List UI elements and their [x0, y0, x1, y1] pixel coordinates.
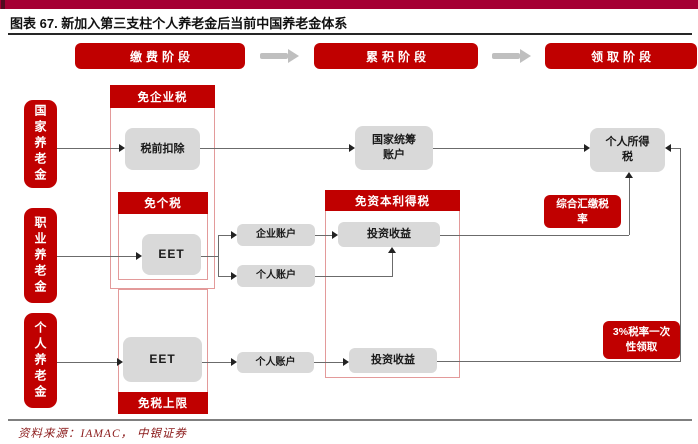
- arrowhead-icon: [584, 144, 590, 152]
- connector-line: [201, 256, 218, 257]
- stage-arrow-icon: [520, 49, 531, 63]
- title-divider: [8, 33, 692, 35]
- node-investment-return-occupational: 投资收益: [338, 222, 440, 247]
- connector-line: [57, 362, 117, 363]
- node-enterprise-account: 企业账户: [237, 224, 315, 246]
- arrowhead-icon: [625, 172, 633, 178]
- arrowhead-icon: [231, 272, 237, 280]
- pillar-personal-pension: 个人养老金: [24, 313, 57, 408]
- arrowhead-icon: [665, 144, 671, 152]
- connector-line: [315, 235, 332, 236]
- arrowhead-icon: [332, 231, 338, 239]
- arrowhead-icon: [231, 231, 237, 239]
- top-banner: [0, 0, 698, 9]
- connector-line: [218, 235, 219, 277]
- connector-line: [218, 276, 231, 277]
- pillar-national-pension: 国家养老金: [24, 100, 57, 188]
- zone-label-tax-free-cap: 免税上限: [118, 392, 208, 414]
- connector-line: [671, 148, 680, 149]
- node-national-pooling-account: 国家统筹 账户: [355, 126, 433, 170]
- connector-line: [202, 362, 231, 363]
- node-personal-account-occupational: 个人账户: [237, 265, 315, 287]
- node-pretax-deduction: 税前扣除: [125, 128, 200, 170]
- connector-line: [57, 256, 136, 257]
- stage-arrow-icon: [260, 53, 288, 59]
- connector-line: [200, 148, 349, 149]
- node-eet-personal: EET: [123, 337, 202, 382]
- connector-line: [392, 253, 393, 277]
- stage-pill-withdrawal: 领取阶段: [545, 43, 697, 69]
- figure-title: 图表 67. 新加入第三支柱个人养老金后当前中国养老金体系: [10, 16, 348, 31]
- arrowhead-icon: [117, 358, 123, 366]
- zone-label-capital-gains-tax-free: 免资本利得税: [325, 190, 460, 211]
- connector-line: [314, 362, 343, 363]
- connector-line: [437, 361, 680, 362]
- arrowhead-icon: [231, 358, 237, 366]
- stage-pill-accumulation: 累积阶段: [314, 43, 478, 69]
- pillar-occupational-pension: 职业养老金: [24, 208, 57, 303]
- zone-label-enterprise-tax-free: 免企业税: [110, 85, 215, 108]
- arrowhead-icon: [136, 252, 142, 260]
- connector-line: [433, 148, 584, 149]
- connector-line: [315, 276, 392, 277]
- arrowhead-icon: [349, 144, 355, 152]
- connector-line: [57, 148, 119, 149]
- arrowhead-icon: [119, 144, 125, 152]
- node-personal-income-tax: 个人所得 税: [590, 128, 665, 172]
- connector-line: [629, 178, 630, 235]
- zone-label-personal-tax-free: 免个税: [118, 192, 208, 214]
- connector-line: [218, 235, 231, 236]
- note-lump-sum-3pct: 3%税率一次 性领取: [603, 321, 680, 359]
- node-personal-account-personal: 个人账户: [237, 352, 314, 373]
- connector-line: [440, 235, 629, 236]
- top-banner-tip: [1, 0, 5, 9]
- stage-arrow-icon: [288, 49, 299, 63]
- node-investment-return-personal: 投资收益: [349, 348, 437, 373]
- node-eet-occupational: EET: [142, 234, 201, 275]
- stage-pill-contribution: 缴费阶段: [75, 43, 245, 69]
- arrowhead-icon: [343, 358, 349, 366]
- note-comprehensive-rate: 综合汇缴税 率: [544, 195, 621, 228]
- arrowhead-icon: [388, 247, 396, 253]
- stage-arrow-icon: [492, 53, 520, 59]
- source-text: 资料来源：IAMAC， 中银证券: [18, 428, 188, 440]
- connector-line: [680, 148, 681, 362]
- footer-divider: [8, 419, 692, 421]
